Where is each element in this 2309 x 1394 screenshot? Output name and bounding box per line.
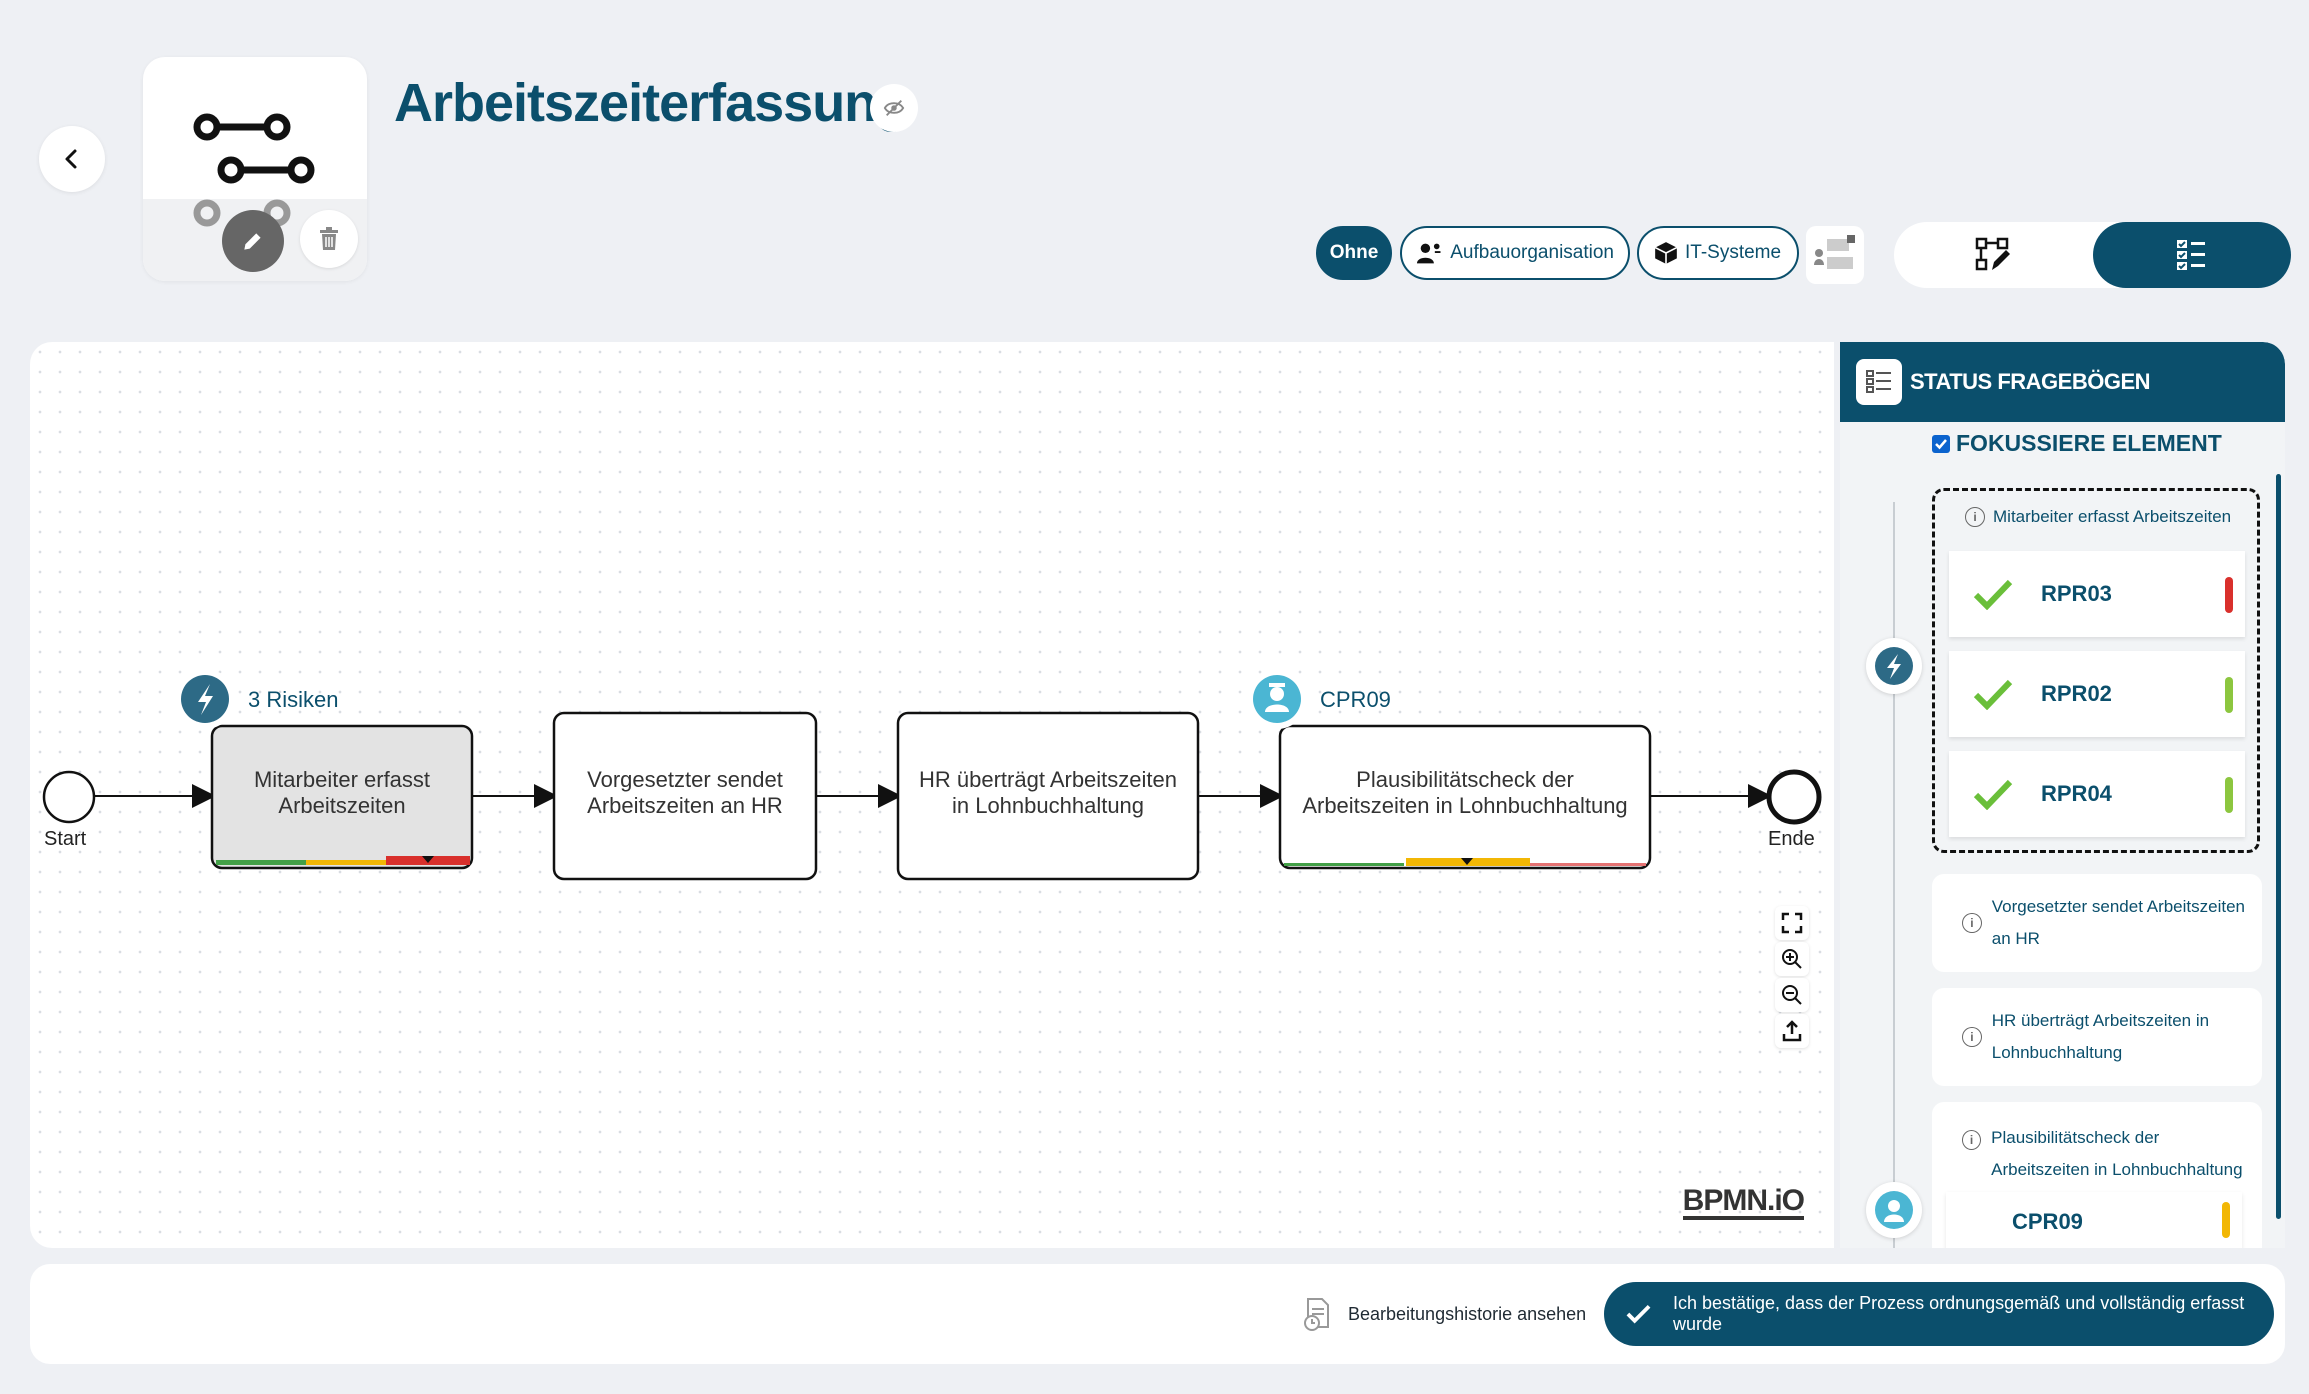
eye-off-icon [883, 100, 905, 116]
task-1[interactable] [210, 724, 474, 870]
check-icon [1626, 1304, 1651, 1324]
timeline-risk-icon[interactable] [1866, 638, 1922, 694]
trash-icon [320, 227, 338, 250]
questionnaire-item-cpr09[interactable]: CPR09 [1946, 1192, 2242, 1248]
panel-scrollbar[interactable] [2276, 474, 2281, 1219]
focused-element-header[interactable]: i Mitarbeiter erfasst Arbeitszeiten [1965, 507, 2231, 527]
step-card-vorgesetzter[interactable]: i Vorgesetzter sendet Arbeitszeiten an H… [1932, 874, 2262, 972]
task-3-label: HR überträgt Arbeitszeiten in Lohnbuchha… [918, 767, 1178, 818]
upload-icon [1782, 1020, 1802, 1042]
history-button[interactable]: Bearbeitungshistorie ansehen [1288, 1284, 1600, 1344]
questionnaire-item-rpr04[interactable]: RPR04 [1949, 751, 2245, 837]
footer-bar: Bearbeitungshistorie ansehen Ich bestäti… [30, 1264, 2285, 1364]
list-icon [1856, 359, 1902, 405]
page-title: Arbeitszeiterfassung [394, 73, 909, 133]
export-button[interactable] [1775, 1014, 1809, 1048]
questionnaire-code: RPR02 [2041, 681, 2112, 706]
start-label: Start [44, 828, 87, 850]
focused-element-group: i Mitarbeiter erfasst Arbeitszeiten RPR0… [1932, 488, 2260, 853]
status-indicator [2225, 777, 2233, 813]
step-card-hr[interactable]: i HR überträgt Arbeitszeiten in Lohnbuch… [1932, 988, 2262, 1086]
back-button[interactable] [39, 126, 105, 192]
step-label: HR überträgt Arbeitszeiten in Lohnbuchha… [1991, 1011, 2210, 1062]
task-2-label: Vorgesetzter sendet Arbeitszeiten an HR [587, 767, 783, 818]
questionnaire-item-rpr03[interactable]: RPR03 [1949, 551, 2245, 637]
history-label: Bearbeitungshistorie ansehen [1348, 1303, 1587, 1324]
questionnaire-code: CPR09 [2012, 1209, 2083, 1234]
task-4-label: Plausibilitätscheck der Arbeitszeiten in… [1302, 767, 1628, 818]
questionnaire-item-rpr02[interactable]: RPR02 [1949, 651, 2245, 737]
bpmn-io-logo[interactable]: BPMN.iO [1682, 1186, 1805, 1220]
process-flow-icon [193, 113, 315, 227]
filter-label: IT-Systeme [1685, 242, 1782, 263]
questionnaire-status-panel: STATUS FRAGEBÖGEN FOKUSSIERE ELEMENT i M… [1840, 342, 2285, 1248]
task-1-label: Mitarbeiter erfasst Arbeitszeiten [253, 767, 431, 818]
org-chart-icon [1814, 235, 1855, 269]
check-icon [1973, 679, 2013, 710]
status-indicator [2222, 1202, 2230, 1238]
chevron-left-icon [65, 149, 77, 169]
view-toggle [1894, 222, 2291, 288]
control-badge-icon[interactable] [1247, 669, 1307, 729]
questionnaire-code: RPR03 [2041, 581, 2112, 606]
risk-count-label[interactable]: 3 Risiken [248, 687, 339, 712]
cube-icon [1654, 242, 1678, 264]
info-icon: i [1965, 507, 1985, 527]
control-code-label[interactable]: CPR09 [1320, 687, 1391, 712]
timeline-control-icon[interactable] [1866, 1182, 1922, 1238]
filter-label: Aufbauorganisation [1450, 242, 1614, 263]
filter-aufbauorganisation[interactable]: Aufbauorganisation [1400, 226, 1630, 280]
focus-element-toggle[interactable]: FOKUSSIERE ELEMENT [1932, 430, 2222, 457]
zoom-out-button[interactable] [1775, 978, 1809, 1012]
confirm-label: Ich bestätige, dass der Prozess ordnungs… [1672, 1293, 2245, 1334]
filter-ohne[interactable]: Ohne [1316, 226, 1392, 280]
check-icon [1973, 579, 2013, 610]
status-indicator [2225, 677, 2233, 713]
step-label: Vorgesetzter sendet Arbeitszeiten an HR [1991, 897, 2245, 948]
modeler-view-button[interactable] [1894, 222, 2092, 288]
focus-element-label: FOKUSSIERE ELEMENT [1956, 430, 2222, 456]
panel-header: STATUS FRAGEBÖGEN [1840, 342, 2285, 422]
history-document-icon [1304, 1298, 1329, 1331]
timeline-line [1893, 502, 1895, 1248]
filter-it-systeme[interactable]: IT-Systeme [1637, 226, 1799, 280]
pencil-icon [244, 233, 261, 250]
task-4[interactable] [1278, 724, 1652, 870]
confirm-process-button[interactable]: Ich bestätige, dass der Prozess ordnungs… [1604, 1282, 2274, 1346]
panel-title: STATUS FRAGEBÖGEN [1910, 369, 2151, 394]
checklist-icon [2177, 240, 2205, 270]
filter-label: Ohne [1329, 242, 1379, 263]
questionnaire-view-button[interactable] [2093, 222, 2291, 288]
bpmn-canvas[interactable]: 3 Risiken CPR09 Start Ende Mitarbeiter e… [30, 342, 1834, 1248]
zoom-in-icon [1782, 949, 1802, 969]
questionnaire-code: RPR04 [2041, 781, 2112, 806]
edit-button[interactable] [222, 210, 284, 272]
users-icon [1416, 243, 1441, 264]
start-event[interactable] [42, 770, 96, 824]
task-3[interactable] [896, 711, 1200, 881]
step-label: Plausibilitätscheck der Arbeitszeiten in… [1991, 1128, 2243, 1179]
info-icon: i [1962, 913, 1982, 933]
end-label: Ende [1768, 828, 1815, 850]
fullscreen-icon [1781, 912, 1803, 934]
swimlane-view-button[interactable] [1806, 226, 1864, 284]
end-event[interactable] [1766, 769, 1822, 825]
info-icon: i [1962, 1130, 1982, 1150]
zoom-out-icon [1782, 985, 1802, 1005]
delete-button[interactable] [300, 210, 358, 268]
focused-element-label: Mitarbeiter erfasst Arbeitszeiten [1993, 507, 2232, 526]
flow-edit-icon [1975, 237, 2010, 271]
zoom-in-button[interactable] [1775, 942, 1809, 976]
risk-badge-icon[interactable] [175, 669, 235, 729]
checkbox-checked-icon[interactable] [1932, 434, 1950, 453]
status-indicator [2225, 577, 2233, 613]
fullscreen-button[interactable] [1775, 906, 1809, 940]
visibility-toggle[interactable] [870, 84, 918, 132]
process-diagram [42, 669, 1822, 881]
info-icon: i [1962, 1027, 1982, 1047]
task-2[interactable] [552, 711, 818, 881]
check-icon [1973, 779, 2013, 810]
